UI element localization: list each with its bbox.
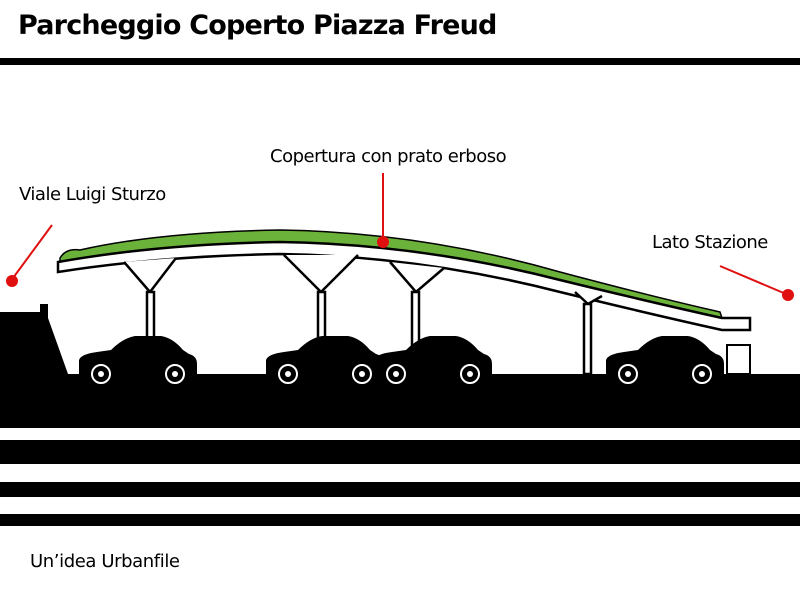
road-stripes: [0, 440, 800, 526]
callout-dot-icon: [6, 275, 18, 287]
title-rule: [0, 58, 800, 65]
callout-right-side: [719, 265, 794, 301]
callout-roof: [377, 173, 389, 248]
callout-left-street: [6, 224, 53, 287]
label-left-street: Viale Luigi Sturzo: [19, 184, 166, 205]
callout-dot-icon: [782, 289, 794, 301]
footer-credit: Un’idea Urbanfile: [30, 551, 180, 572]
page-title: Parcheggio Coperto Piazza Freud: [18, 10, 497, 41]
label-roof: Copertura con prato erboso: [270, 146, 507, 167]
label-right-side: Lato Stazione: [652, 232, 768, 253]
station-box: [726, 344, 751, 375]
callout-dot-icon: [377, 236, 389, 248]
roof-slab: [56, 240, 752, 332]
